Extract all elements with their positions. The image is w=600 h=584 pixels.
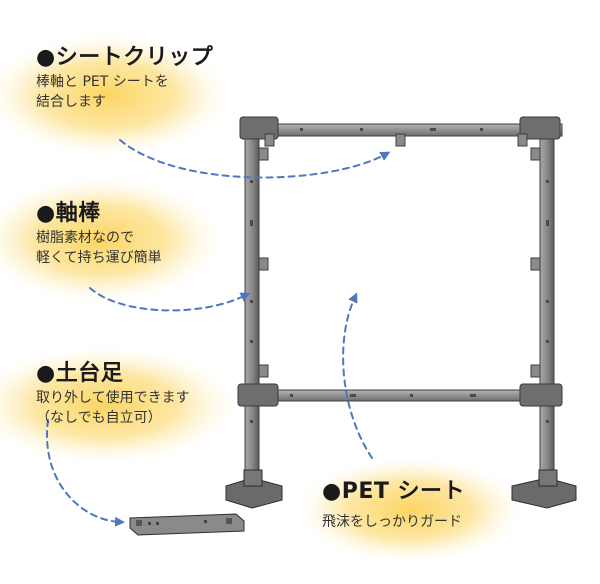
sheet-clip	[264, 133, 275, 147]
callout-base-title: ●土台足	[36, 361, 124, 386]
arrow-base	[45, 419, 125, 527]
callout-shaft: ●軸棒 樹脂素材なので 軽くて持ち運び簡単	[36, 200, 162, 268]
callout-pet-sheet: ●PET シート 飛沫をしっかりガード	[322, 478, 465, 532]
callout-glow-pet-sheet	[298, 458, 522, 562]
callout-base: ●土台足 取り外して使用できます （なしでも自立可）	[36, 360, 190, 428]
arrow-pet-sheet	[342, 292, 373, 459]
right-foot	[511, 469, 577, 509]
detached-base-foot	[129, 513, 245, 536]
left-foot	[225, 469, 283, 509]
arrow-shaft	[89, 287, 251, 312]
corner-connector	[519, 116, 561, 140]
callout-base-desc-line-2: （なしでも自立可）	[36, 410, 162, 426]
callout-shaft-desc-line-1: 樹脂素材なので	[36, 230, 134, 246]
callout-sheet-clip: ●シートクリップ 棒軸と PET シートを 結合します	[36, 44, 213, 112]
sheet-clip	[530, 147, 541, 161]
callout-glow-sheet-clip	[0, 35, 228, 155]
sheet-clip	[530, 257, 541, 271]
arrow-sheet-clip	[119, 139, 391, 179]
callout-sheet-clip-title: ●シートクリップ	[36, 45, 214, 70]
corner-connector	[237, 383, 279, 407]
lower-bar	[239, 389, 563, 402]
callout-pet-sheet-title: ●PET シート	[322, 479, 466, 504]
callout-glow-shaft	[0, 178, 220, 302]
corner-connector	[519, 383, 563, 407]
sheet-clip	[258, 364, 269, 378]
right-post	[539, 132, 555, 486]
callout-sheet-clip-desc-line-2: 結合します	[36, 94, 106, 110]
sheet-clip	[530, 364, 541, 378]
sheet-clip	[258, 147, 269, 161]
left-post	[244, 132, 260, 486]
callout-shaft-title: ●軸棒	[36, 201, 101, 226]
sheet-clip	[395, 133, 406, 147]
sheet-clip	[517, 133, 528, 147]
callout-glow-base	[0, 347, 235, 463]
partition-stand	[225, 116, 577, 509]
callout-sheet-clip-desc-line-1: 棒軸と PET シートを	[36, 74, 169, 90]
callout-pet-sheet-desc-line-1: 飛沫をしっかりガード	[322, 514, 462, 530]
callout-shaft-desc-line-2: 軽くて持ち運び簡単	[36, 250, 162, 266]
sheet-clip	[258, 257, 269, 271]
callout-base-desc-line-1: 取り外して使用できます	[36, 390, 190, 406]
